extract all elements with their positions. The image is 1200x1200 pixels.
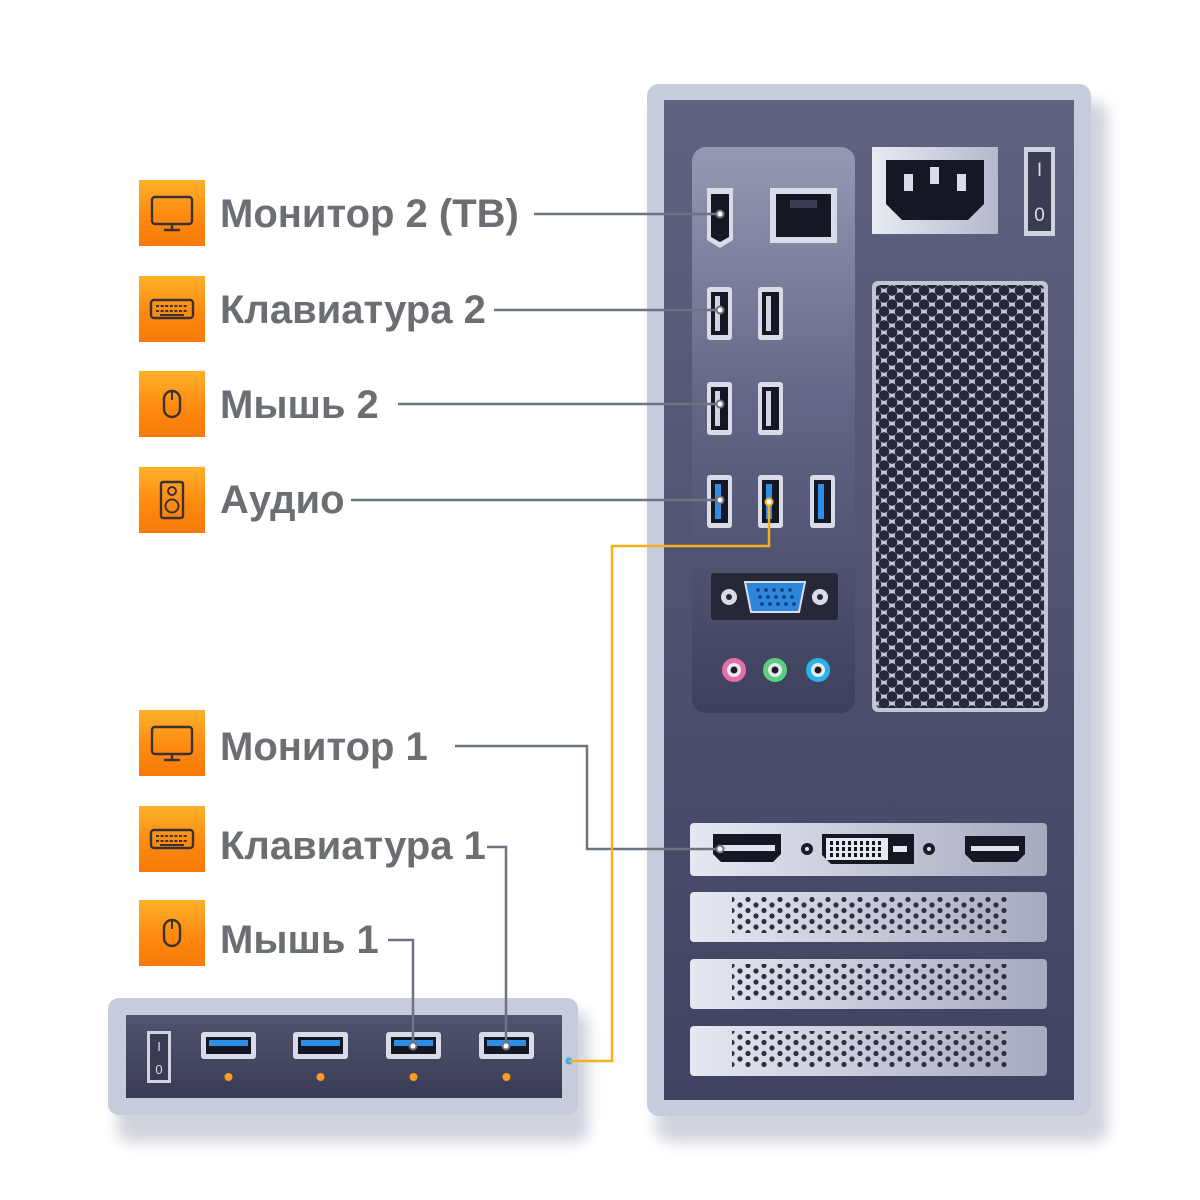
- io-shield: [692, 147, 855, 713]
- hub-power-switch[interactable]: I 0: [147, 1031, 171, 1083]
- usb3-port-right: [810, 475, 835, 528]
- expansion-slot-cover-1: [690, 892, 1047, 942]
- label-monitor2: Монитор 2 (ТВ): [220, 192, 519, 236]
- hub-usb-port-2: [293, 1032, 348, 1081]
- hub-usb-port-1: [201, 1032, 256, 1081]
- usb-hub: I 0: [108, 998, 578, 1115]
- usb2-port-row2-right: [758, 382, 783, 435]
- power-supply: [872, 147, 998, 234]
- hub-port-led-2: [316, 1073, 325, 1081]
- mouse-icon: [162, 389, 182, 419]
- hub-uplink-cable: [569, 502, 771, 1063]
- audio-jack-green: [763, 658, 787, 682]
- leader-line-keyboard1: [487, 845, 508, 1046]
- hub-port-led-1: [224, 1073, 233, 1081]
- ethernet-port: [770, 188, 837, 243]
- label-mouse1: Мышь 1: [220, 918, 379, 962]
- computer-case: I 0: [647, 84, 1091, 1116]
- keyboard2-icon-tile: [139, 276, 205, 342]
- monitor-icon: [150, 725, 194, 762]
- power-switch[interactable]: I 0: [1024, 147, 1055, 236]
- usb2-port-row1-right: [758, 287, 783, 340]
- audio-icon-tile: [139, 467, 205, 533]
- label-keyboard1: Клавиатура 1: [220, 824, 486, 868]
- gpu-hdmi-port-right: [965, 836, 1025, 862]
- speaker-icon: [159, 480, 185, 520]
- gpu-dvi-port: [801, 834, 935, 864]
- gpu-hdmi-port-left: [713, 834, 781, 862]
- mouse2-icon-tile: [139, 371, 205, 437]
- audio-jack-pink: [722, 658, 746, 682]
- monitor1-icon-tile: [139, 710, 205, 776]
- usb2-port-row2-left: [707, 382, 732, 435]
- hub-port-led-4: [502, 1073, 511, 1081]
- mouse-icon: [162, 918, 182, 948]
- leader-line-mouse1: [388, 938, 415, 1046]
- vga-port: [711, 573, 838, 620]
- switch-off-mark: 0: [1034, 205, 1045, 226]
- leader-line-monitor1: [455, 744, 720, 851]
- switch-on-mark: I: [1037, 160, 1042, 181]
- monitor-icon: [150, 195, 194, 232]
- expansion-slot-cover-2: [690, 959, 1047, 1009]
- ventilation-grille: [872, 281, 1048, 712]
- label-keyboard2: Клавиатура 2: [220, 288, 486, 332]
- leader-lines: [351, 212, 720, 1046]
- audio-jack-blue: [806, 658, 830, 682]
- keyboard-icon: [149, 298, 195, 320]
- expansion-slot-cover-3: [690, 1026, 1047, 1076]
- label-mouse2: Мышь 2: [220, 383, 379, 427]
- keyboard-icon: [149, 828, 195, 850]
- label-audio: Аудио: [220, 478, 345, 522]
- hub-switch-off-mark: 0: [155, 1062, 162, 1077]
- hub-switch-on-mark: I: [157, 1039, 161, 1054]
- gpu-bracket: [690, 823, 1047, 876]
- mouse1-icon-tile: [139, 900, 205, 966]
- monitor2-icon-tile: [139, 180, 205, 246]
- label-monitor1: Монитор 1: [220, 725, 428, 769]
- hub-port-led-3: [409, 1073, 418, 1081]
- keyboard1-icon-tile: [139, 806, 205, 872]
